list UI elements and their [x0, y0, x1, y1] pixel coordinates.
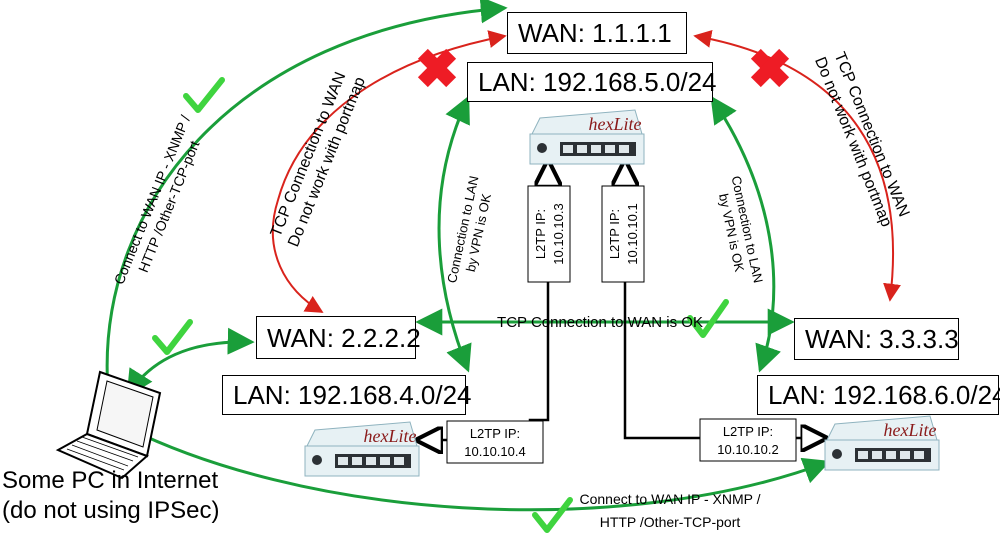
router-right-brand: hexLite — [884, 420, 937, 440]
right-lan-box: LAN: 192.168.6.0/24 — [757, 375, 1000, 415]
l2tp-center-left-ip: 10.10.10.3 — [551, 203, 566, 264]
note-lan-vpn-left: Connection to LAN by VPN is OK — [444, 174, 494, 284]
top-lan-box: LAN: 192.168.5.0/24 — [467, 62, 717, 102]
left-lan-box: LAN: 192.168.4.0/24 — [222, 375, 472, 415]
pc-to-right-wan-link — [109, 418, 831, 512]
laptop-icon — [55, 370, 162, 480]
note-tcp-right: TCP Connection to WAN Do not work with p… — [811, 50, 912, 230]
svg-text:HTTP /Other-TCP-port: HTTP /Other-TCP-port — [600, 514, 741, 530]
note-lan-vpn-right: Connection to LAN by VPN is OK — [716, 174, 766, 284]
l2tp-box-right: L2TP IP: 10.10.10.2 — [699, 418, 797, 462]
l2tp-box-center-left: L2TP IP: 10.10.10.3 — [527, 185, 571, 283]
svg-text:Connect to WAN IP - XNMP /: Connect to WAN IP - XNMP / — [579, 491, 760, 507]
note-wan-middle: TCP Connection to WAN is OK — [497, 314, 703, 331]
right-wan-box: WAN: 3.3.3.3 — [794, 318, 959, 360]
pc-to-left-wan-link — [126, 327, 255, 398]
check-icon-middle — [687, 299, 729, 338]
left-wan-box: WAN: 2.2.2.2 — [256, 316, 421, 359]
check-icon-top — [183, 77, 225, 113]
pc-caption-line-1: Some PC in Internet — [2, 467, 219, 494]
l2tp-center-left-label: L2TP IP: — [533, 209, 548, 259]
router-left-brand: hexLite — [364, 426, 417, 446]
l2tp-center-right-label: L2TP IP: — [607, 209, 622, 259]
router-right: hexLite — [824, 415, 940, 471]
router-top: hexLite — [529, 109, 645, 165]
top-wan-right-wan-red-link — [693, 29, 901, 302]
cross-icon-right — [750, 48, 790, 88]
pc-caption-line-2: (do not using IPSec) — [2, 497, 220, 524]
l2tp-box-left: L2TP IP: 10.10.10.4 — [446, 420, 544, 464]
l2tp-right-label: L2TP IP: — [723, 424, 773, 439]
l2tp-box-center-right: L2TP IP: 10.10.10.1 — [601, 185, 645, 283]
router-left: hexLite — [304, 421, 420, 477]
router-top-brand: hexLite — [589, 114, 642, 134]
l2tp-left-label: L2TP IP: — [470, 426, 520, 441]
top-wan-left-wan-red-link — [271, 30, 507, 313]
check-icon-bottom — [532, 497, 573, 533]
top-wan-box: WAN: 1.1.1.1 — [507, 12, 687, 54]
pc-to-top-wan-link — [105, 0, 508, 391]
check-icon-left — [152, 319, 193, 355]
note-tcp-left: TCP Connection to WAN Do not work with p… — [268, 70, 369, 250]
note-pc-top: Connect to WAN IP - XNMP / HTTP /Other-T… — [111, 113, 203, 287]
pc-caption: Some PC in Internet (do not using IPSec) — [2, 466, 219, 526]
l2tp-left-ip: 10.10.10.4 — [464, 444, 525, 459]
cross-icon-left — [417, 48, 457, 88]
note-pc-bottom: Connect to WAN IP - XNMP / HTTP /Other-T… — [579, 491, 760, 530]
l2tp-center-right-ip: 10.10.10.1 — [625, 203, 640, 264]
l2tp-right-ip: 10.10.10.2 — [717, 442, 778, 457]
